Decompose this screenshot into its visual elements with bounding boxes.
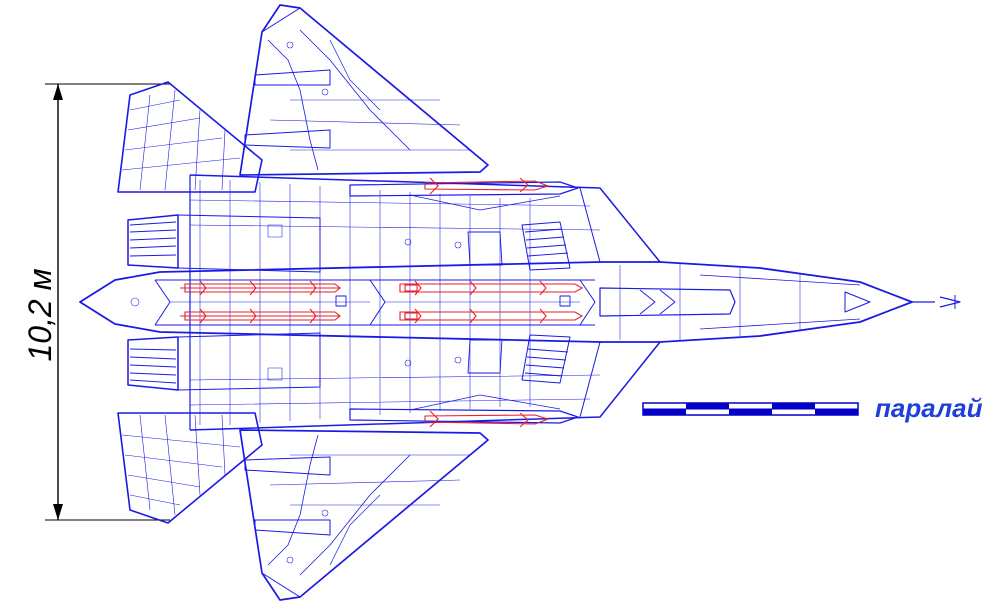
wing-top bbox=[239, 4, 489, 176]
intake-grille-bottom bbox=[467, 334, 571, 384]
span-dimension bbox=[45, 83, 170, 521]
weapons-layer bbox=[180, 177, 584, 428]
intake-grille-top bbox=[467, 221, 571, 271]
scale-bar-segment bbox=[772, 403, 815, 409]
scale-bar-segment bbox=[643, 409, 686, 415]
scale-bar bbox=[642, 402, 859, 416]
engine-bottom bbox=[127, 332, 321, 391]
author-signature: паралай bbox=[875, 393, 983, 423]
missile-side-top bbox=[424, 177, 550, 195]
scale-bar-segment bbox=[815, 409, 858, 415]
missile-side-bottom bbox=[424, 410, 550, 428]
missile-bay-front-lower bbox=[399, 308, 584, 324]
scale-bar-segment bbox=[686, 403, 729, 409]
weapons-bay-frame bbox=[154, 279, 596, 326]
aircraft-planform bbox=[79, 4, 961, 601]
scale-bar-segment bbox=[729, 409, 772, 415]
fuselage bbox=[79, 174, 961, 431]
stabilizer-top bbox=[117, 81, 263, 193]
missile-bay-front-upper bbox=[399, 280, 584, 296]
structure-lines bbox=[130, 41, 801, 564]
missile-bay-rear-upper bbox=[180, 280, 341, 296]
stabilizer-bottom bbox=[117, 412, 263, 524]
wingspan-label: 10,2 м bbox=[21, 268, 58, 362]
wing-bottom bbox=[239, 429, 489, 601]
engine-top bbox=[127, 214, 321, 273]
missile-bay-rear-lower bbox=[180, 308, 341, 324]
